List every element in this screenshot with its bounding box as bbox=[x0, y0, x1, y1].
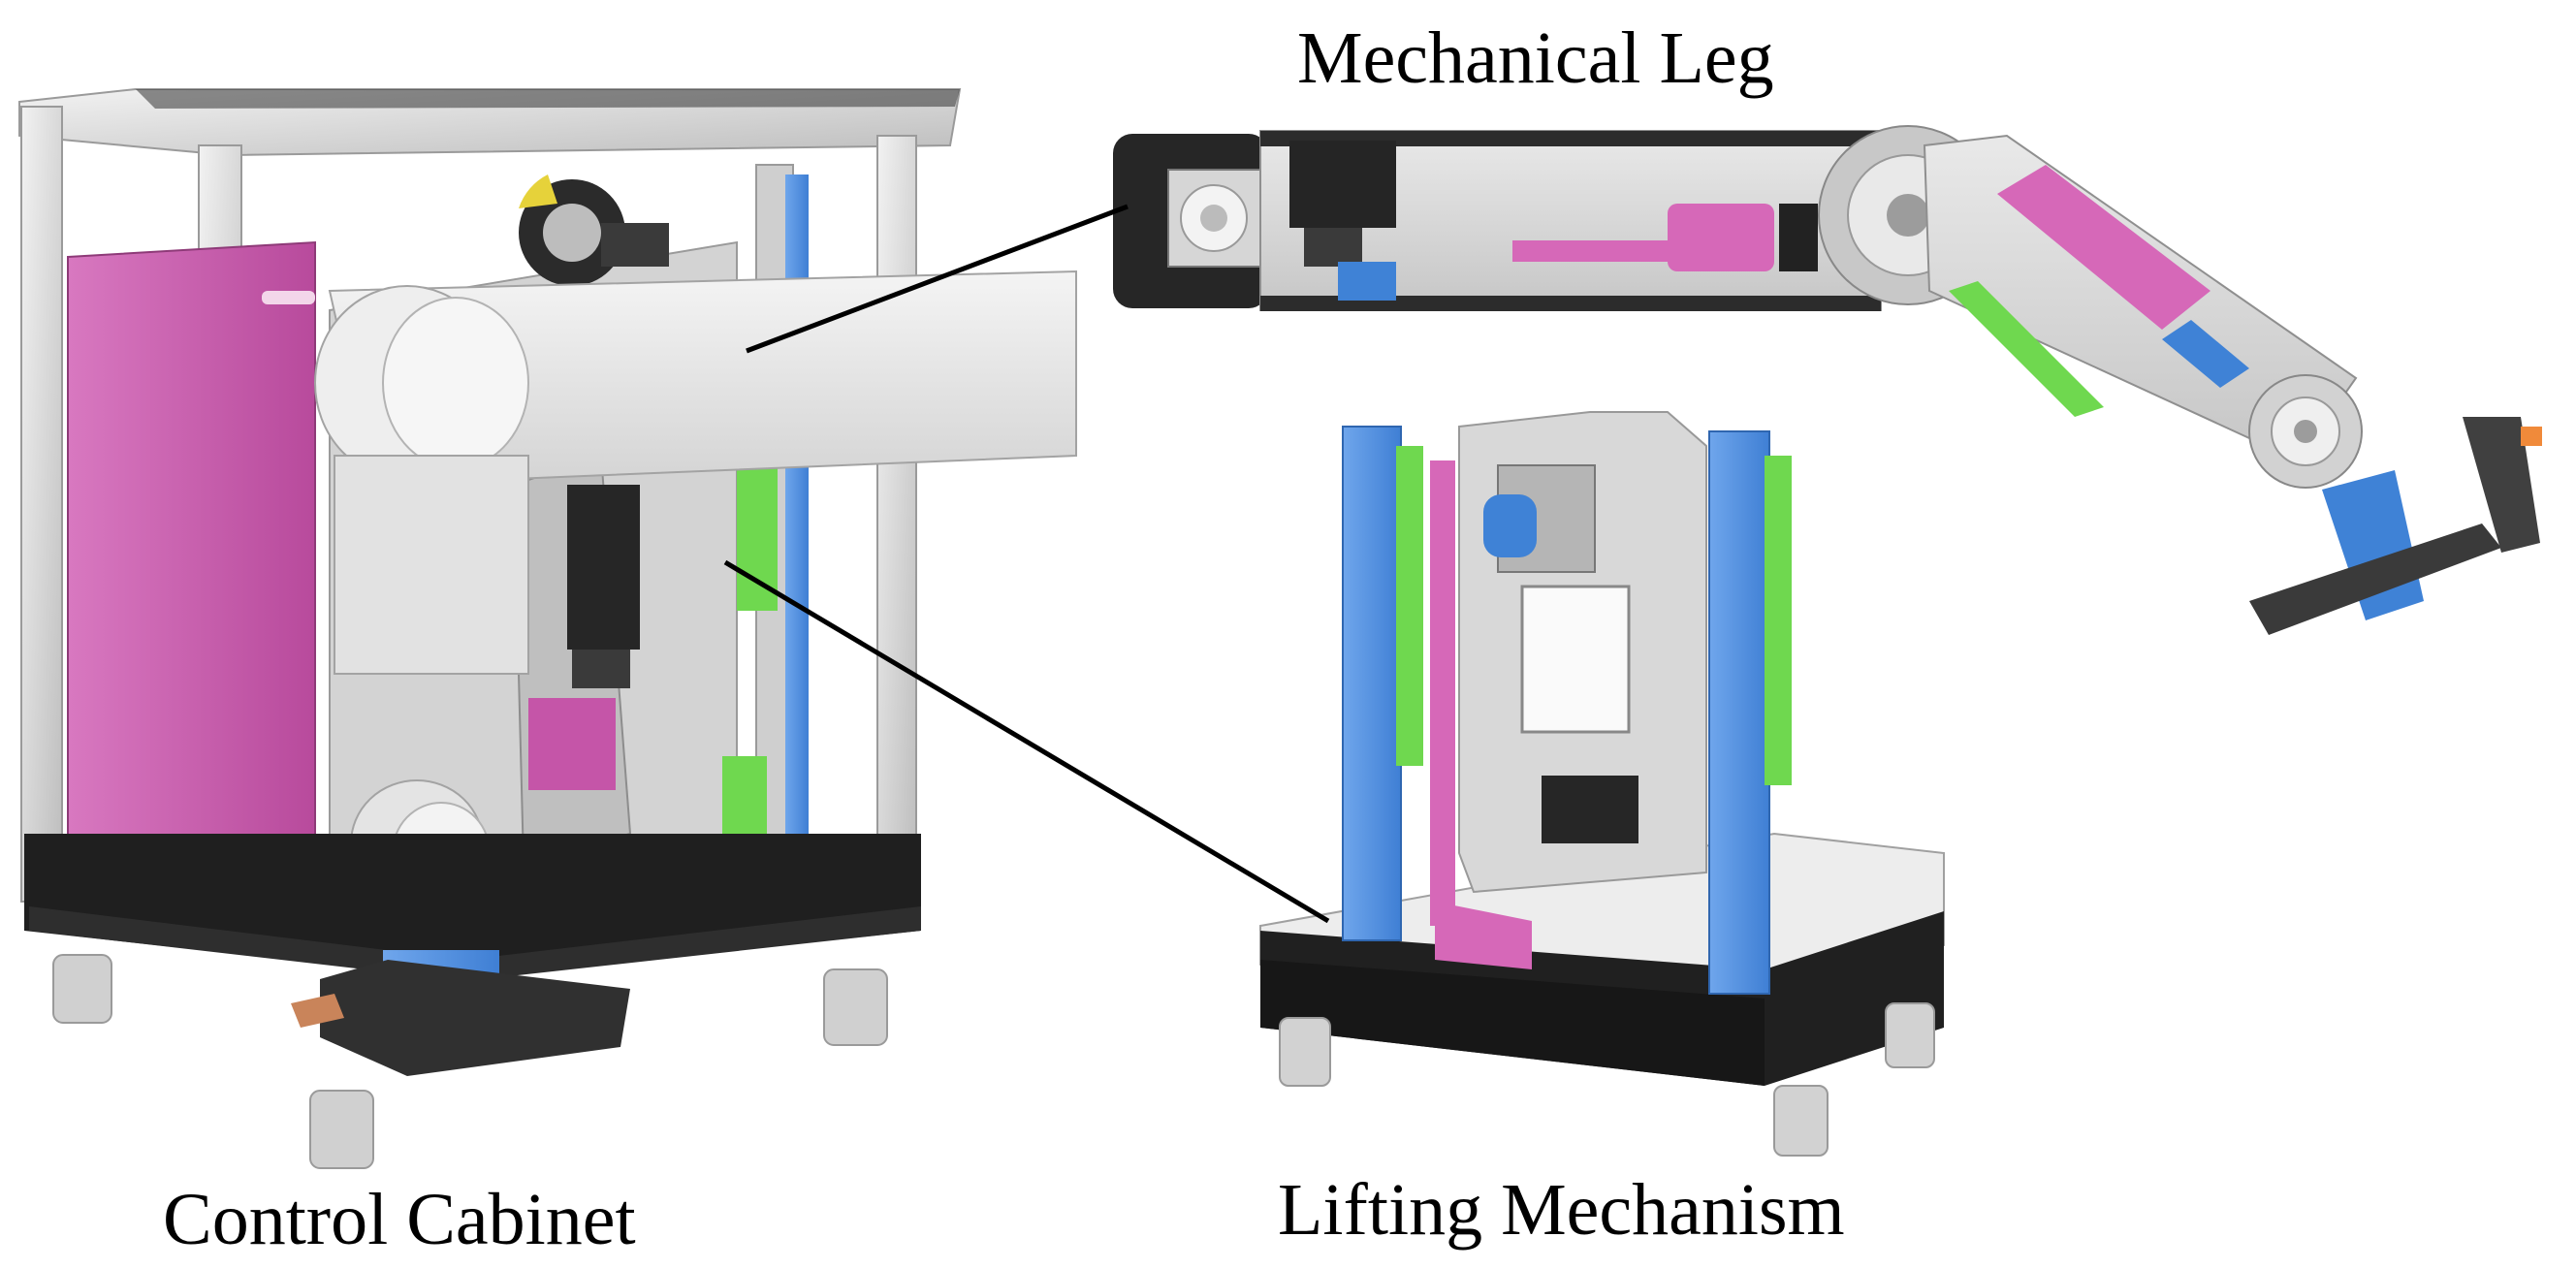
leader-lines bbox=[723, 204, 1330, 924]
caption-mechanical-leg: Mechanical Leg bbox=[1297, 17, 1774, 99]
control-cabinet-illustration bbox=[18, 88, 1077, 1169]
lifting-mechanism-illustration bbox=[1259, 411, 1945, 1157]
leader-line-lifting-mechanism bbox=[723, 559, 1330, 924]
caption-lifting-mechanism: Lifting Mechanism bbox=[1278, 1169, 1845, 1251]
caption-control-cabinet: Control Cabinet bbox=[163, 1179, 636, 1260]
leader-line-mechanical-leg bbox=[746, 204, 1129, 354]
mechanical-leg-illustration bbox=[1113, 125, 2542, 635]
